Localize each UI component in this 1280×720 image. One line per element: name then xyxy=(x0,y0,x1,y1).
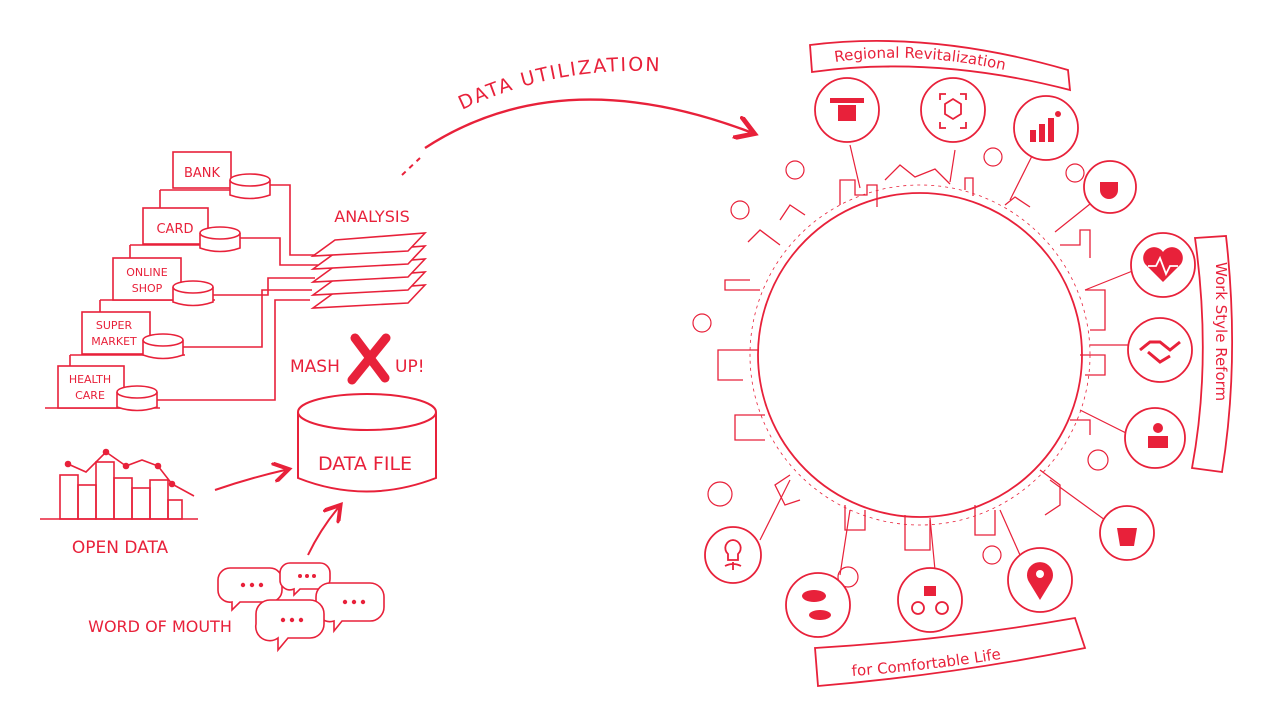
bank-source: BANK xyxy=(172,151,271,200)
open-data-label: OPEN DATA xyxy=(72,538,169,558)
meat-fish-icon xyxy=(785,572,851,638)
remote-work-icon xyxy=(1124,407,1186,469)
banner-regional-label: Regional Revitalization xyxy=(833,44,1007,74)
location-pin-icon xyxy=(1007,547,1073,613)
mashup-right: UP! xyxy=(395,357,425,377)
word-of-mouth-arrow xyxy=(307,508,338,556)
online-shop-label-line1: ONLINE xyxy=(126,266,167,279)
healthcare-source: HEALTH CARE xyxy=(57,365,158,412)
card-label: CARD xyxy=(156,222,193,237)
database-icon xyxy=(142,333,184,360)
analysis-stack: ANALYSIS xyxy=(310,207,428,309)
growth-chart-icon xyxy=(1013,95,1079,161)
heartbeat-icon xyxy=(1130,232,1196,298)
cross-icon xyxy=(347,333,391,385)
supermarket-label-line1: SUPER xyxy=(96,319,133,332)
skyline xyxy=(717,164,1106,551)
banner-regional xyxy=(809,40,1072,92)
word-of-mouth-bubbles xyxy=(217,562,385,653)
data-utilization-label: DATA UTILIZATION xyxy=(455,54,662,115)
lightbulb-plant-icon xyxy=(704,526,762,584)
data-file-label: DATA FILE xyxy=(318,453,412,475)
healthcare-label-line2: CARE xyxy=(75,389,105,402)
online-shop-label-line2: SHOP xyxy=(132,282,163,295)
banner-work-style xyxy=(1190,235,1234,474)
mashup-label: MASH UP! xyxy=(290,333,425,385)
database-icon xyxy=(199,226,241,253)
trash-bin-icon xyxy=(1099,505,1155,561)
banner-comfortable xyxy=(814,616,1087,687)
database-icon xyxy=(116,385,158,412)
banner-work-style-label: Work Style Reform xyxy=(1212,262,1230,401)
data-utilization-arrow xyxy=(424,98,750,150)
online-shop-source: ONLINE SHOP xyxy=(112,257,214,307)
icon-circles xyxy=(704,77,1196,638)
drone-icon xyxy=(814,77,880,143)
data-sources: BANK CARD ONLINE SHOP xyxy=(45,151,320,412)
coffee-cup-icon xyxy=(1083,160,1137,214)
mashup-left: MASH xyxy=(290,357,340,377)
database-icon xyxy=(172,280,214,307)
supermarket-source: SUPER MARKET xyxy=(81,311,184,360)
spokes xyxy=(692,144,1136,588)
city-globe xyxy=(692,144,1136,588)
open-data-chart xyxy=(40,448,198,520)
bank-label: BANK xyxy=(184,166,221,181)
box-scan-icon xyxy=(920,77,986,143)
data-utilization-dashes xyxy=(401,157,421,176)
data-file: DATA FILE xyxy=(297,393,437,493)
open-data-arrow xyxy=(214,470,285,491)
supermarket-label-line2: MARKET xyxy=(91,335,137,348)
healthcare-label-line1: HEALTH xyxy=(69,373,111,386)
database-icon xyxy=(229,173,271,200)
handshake-icon xyxy=(1127,317,1193,383)
word-of-mouth-label: WORD OF MOUTH xyxy=(88,617,232,636)
analysis-label: ANALYSIS xyxy=(334,207,409,226)
card-source: CARD xyxy=(142,207,241,253)
delivery-bicycle-icon xyxy=(897,567,963,633)
